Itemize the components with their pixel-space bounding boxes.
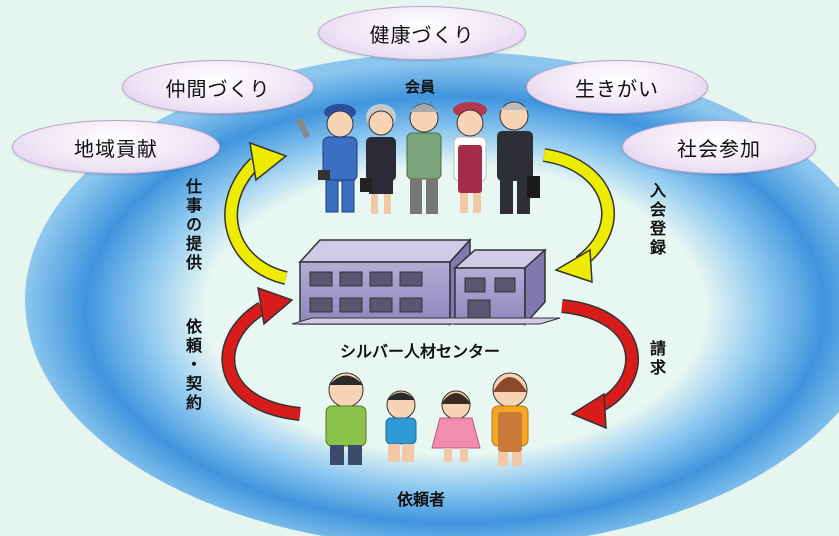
building-illustration [291,238,561,326]
flow-job-offer-label: 仕事の提供 [183,178,202,273]
members-illustration [296,101,540,214]
arrow-job-offer [224,141,288,285]
flow-request-contract-label: 依頼・契約 [183,318,202,413]
arrow-billing [561,299,639,430]
pill-purpose: 生きがい [526,60,708,114]
pill-community: 地域貢献 [12,120,220,174]
flow-registration-label: 入会登録 [647,182,666,258]
pill-health: 健康づくり [318,6,526,60]
flow-billing-label: 請求 [647,340,666,378]
arrow-registration [542,148,615,284]
pill-friends: 仲間づくり [122,60,314,114]
center-label: シルバー人材センター [340,342,501,361]
members-label: 会員 [405,78,436,96]
clients-illustration [325,372,529,466]
arrow-request-contract [221,286,301,421]
clients-label: 依頼者 [397,490,446,509]
pill-social: 社会参加 [622,120,816,174]
